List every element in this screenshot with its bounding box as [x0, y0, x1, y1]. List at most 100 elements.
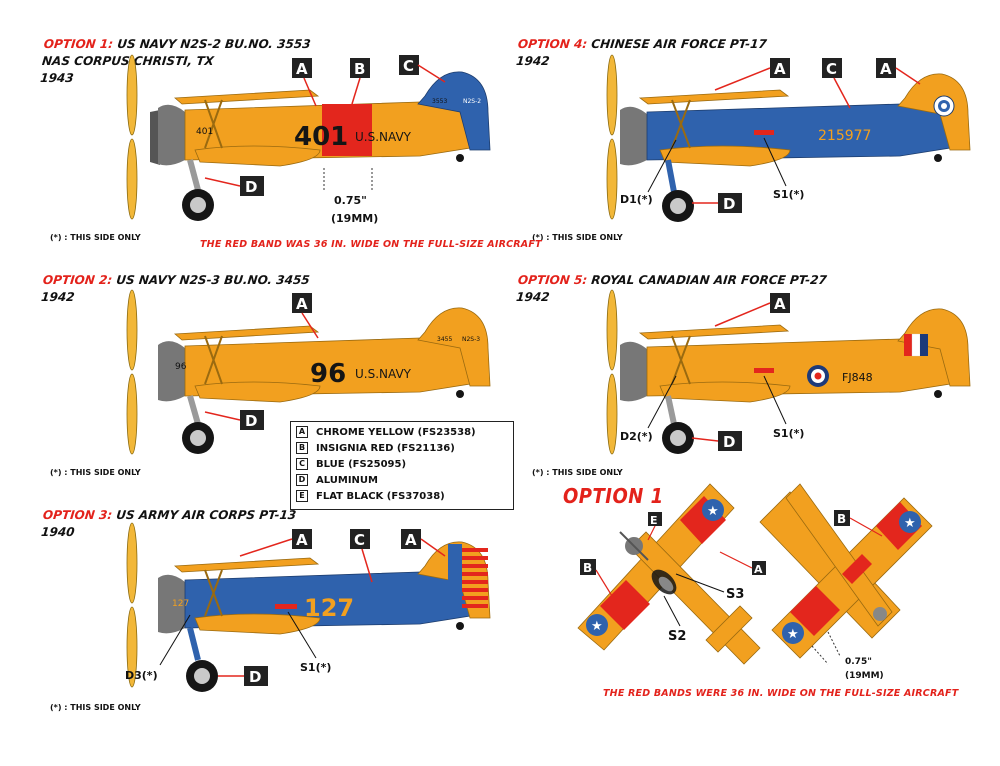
svg-text:A: A	[296, 295, 308, 313]
this-side-only-note-4: (*) : THIS SIDE ONLY	[532, 233, 623, 242]
legend-text-b: INSIGNIA RED (FS21136)	[316, 442, 455, 454]
roundel-fuselage-5	[807, 365, 829, 387]
callout-top-s3: S3	[726, 587, 744, 602]
lower-wing-2	[194, 381, 321, 403]
this-side-only-note-2: (*) : THIS SIDE ONLY	[50, 468, 141, 477]
marking-p1-tail1: 3553	[432, 98, 447, 105]
svg-text:A: A	[774, 295, 786, 313]
marking-p1-navy: U.S.NAVY	[355, 130, 412, 144]
svg-text:★: ★	[707, 504, 719, 519]
callout-3-d3: D3(*)	[125, 669, 158, 682]
marking-p2-nose: 96	[175, 362, 187, 372]
callout-4-s1: S1(*)	[773, 188, 804, 201]
marking-p2-tail1: 3455	[437, 336, 452, 343]
tail-1	[417, 71, 491, 151]
propeller-2	[126, 289, 138, 455]
legend-text-c: BLUE (FS25095)	[316, 458, 407, 470]
marking-p2-navy: U.S.NAVY	[355, 367, 412, 381]
svg-text:A: A	[296, 531, 308, 549]
plane-option-3-side: 127 127 A C A D D3(*) S1(*)	[125, 522, 491, 692]
legend-text-a: CHROME YELLOW (FS23538)	[316, 426, 476, 438]
callout-2-a: A	[292, 293, 319, 339]
rudder-stripes-3	[462, 548, 488, 608]
marking-p3-nose: 127	[172, 599, 189, 609]
svg-text:A: A	[405, 531, 417, 549]
callout-1-a: A	[292, 58, 317, 107]
callout-4-d1: D1(*)	[620, 193, 653, 206]
callout-4-a1: A	[714, 58, 790, 91]
svg-text:★: ★	[787, 627, 799, 642]
upper-wing-2	[173, 325, 320, 341]
callout-bottom-b: B	[834, 510, 883, 537]
callout-5-a: A	[714, 293, 790, 327]
legend-key-c: C	[296, 458, 308, 470]
red-band-note-plural: THE RED BANDS WERE 36 IN. WIDE ON THE FU…	[603, 688, 959, 699]
lower-wing-4	[659, 145, 791, 167]
bottom-red-band-left	[790, 586, 840, 636]
callout-2-d: D	[204, 410, 264, 430]
bottom-fuselage	[785, 483, 893, 627]
upper-wing-4	[638, 89, 790, 105]
svg-text:B: B	[837, 512, 846, 526]
dimension-1: 0.75" (19MM)	[323, 168, 378, 225]
dim-1-in: 0.75"	[334, 194, 367, 207]
svg-text:A: A	[880, 60, 892, 78]
dim-top-in: 0.75"	[845, 657, 872, 667]
svg-text:A: A	[774, 60, 786, 78]
red-band-note-single: THE RED BAND WAS 36 IN. WIDE ON THE FULL…	[200, 239, 542, 250]
svg-text:★: ★	[591, 619, 603, 634]
tail-4	[897, 73, 971, 151]
red-band-1	[322, 104, 372, 156]
engine-cowl-2	[158, 341, 185, 402]
legend-row-c: C BLUE (FS25095)	[296, 457, 406, 471]
this-side-only-note-5: (*) : THIS SIDE ONLY	[532, 468, 623, 477]
engine-cowl-5	[620, 341, 647, 402]
tail-5	[897, 308, 971, 387]
propeller-5	[606, 289, 618, 455]
svg-text:D: D	[723, 195, 735, 213]
callout-4-c: C	[822, 58, 851, 109]
callout-top-a: A	[719, 551, 766, 576]
legend-key-b: B	[296, 442, 308, 454]
plane-option-1-top: ★ ★ E B A S3 S2	[577, 483, 766, 665]
svg-text:B: B	[583, 561, 592, 575]
marking-p5-serial: FJ848	[842, 371, 873, 384]
engine-cowl-3	[158, 574, 185, 634]
svg-text:D: D	[245, 178, 257, 196]
upper-wing-1	[173, 89, 320, 105]
plane-option-2-side: 96 96 U.S.NAVY 3455 N2S-3 A D	[126, 289, 491, 455]
top-roundel-left	[586, 614, 608, 636]
svg-text:A: A	[296, 60, 308, 78]
callout-top-s2: S2	[668, 629, 686, 644]
fin-flash-5	[904, 333, 928, 357]
dimension-top: 0.75" (19MM)	[811, 631, 884, 681]
lower-wing-1	[194, 145, 321, 167]
wheel-5	[662, 422, 694, 454]
plane-option-5-side: FJ848 A D D2(*) S1(*)	[606, 289, 971, 455]
legend-key-a: A	[296, 426, 308, 438]
engine-cowl-4	[620, 106, 647, 166]
lower-wing-5	[659, 381, 791, 403]
callout-5-d2: D2(*)	[620, 430, 653, 443]
marking-p2-tail2: N2S-3	[462, 336, 480, 343]
wheel-4	[662, 190, 694, 222]
dim-top-mm: (19MM)	[845, 671, 884, 681]
callout-3-c: C	[350, 529, 373, 583]
legend-key-e: E	[296, 490, 308, 502]
callout-top-e: E	[647, 512, 662, 541]
top-wing-red-band-left	[600, 580, 650, 630]
top-view-title: OPTION 1	[563, 484, 664, 509]
wheel-1	[182, 189, 214, 221]
bottom-roundel-right	[899, 511, 921, 533]
plane-option-1-side: 401 401 U.S.NAVY 3553 N2S-2 0.75" (19MM)…	[126, 54, 491, 225]
svg-text:D: D	[723, 433, 735, 451]
callout-3-s1: S1(*)	[300, 661, 331, 674]
callout-3-d: D	[218, 666, 268, 686]
propeller-4	[606, 54, 618, 220]
color-legend: A CHROME YELLOW (FS23538) B INSIGNIA RED (…	[290, 421, 514, 510]
callout-4-d: D	[692, 193, 742, 213]
